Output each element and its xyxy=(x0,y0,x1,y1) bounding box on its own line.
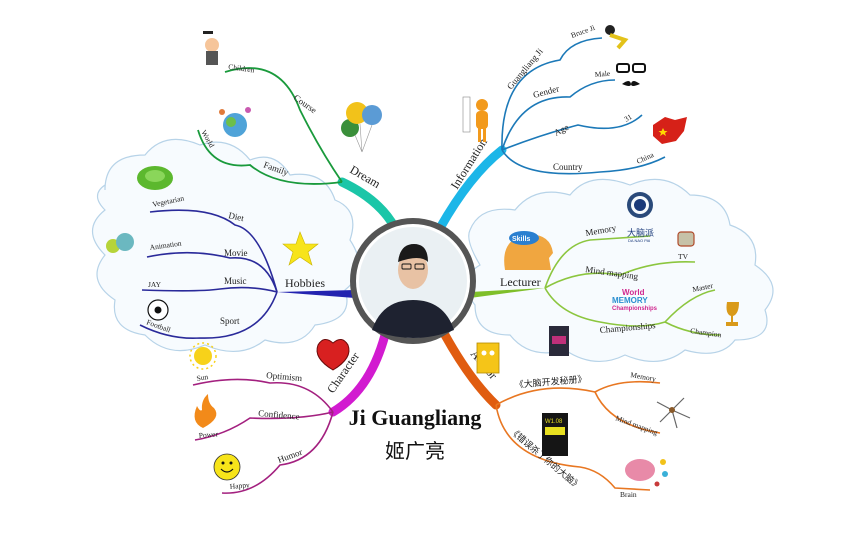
star-mascot-icon xyxy=(282,231,319,266)
lettuce-icon xyxy=(137,166,173,190)
svg-text:Skills: Skills xyxy=(512,236,530,243)
monsters-icon xyxy=(106,233,134,253)
soccer-ball-icon xyxy=(147,299,169,321)
leaf-label: 大脑派 xyxy=(627,227,654,239)
balloons-icon xyxy=(341,102,382,153)
sub-label: Optimism xyxy=(266,370,303,383)
leaf-label: Children xyxy=(228,62,255,75)
person-checklist-icon xyxy=(462,96,488,142)
center-node: Ji Guangliang 姬广亮 xyxy=(349,218,482,463)
heart-icon xyxy=(316,339,350,371)
book-cover-icon xyxy=(549,326,569,356)
sub-label: Country xyxy=(553,162,583,172)
trophy-icon xyxy=(726,302,739,326)
leaf-label: 31 xyxy=(623,112,634,124)
leaf-sublabel: DA NAO PAI xyxy=(628,238,650,243)
world-globe-icon xyxy=(219,107,251,137)
brain-icon xyxy=(625,459,668,487)
glasses-mustache-icon xyxy=(616,63,646,86)
sub-label: Movie xyxy=(224,248,248,258)
tv-icon xyxy=(677,231,695,247)
svg-text:World: World xyxy=(622,288,645,297)
leaf-label: JAY xyxy=(148,280,162,289)
sub-label: Championships xyxy=(599,320,656,335)
book-cover-icon: W1.08 xyxy=(542,413,568,456)
sub-label: Age xyxy=(552,122,570,138)
portrait-photo xyxy=(372,244,454,338)
leaf-label: Power xyxy=(198,429,218,440)
bruce-lee-icon xyxy=(605,25,629,50)
svg-text:Championships: Championships xyxy=(612,306,658,312)
svg-text:W1.08: W1.08 xyxy=(545,419,563,425)
sub-label: Guangliang Ji xyxy=(505,46,545,91)
sub-label: Diet xyxy=(228,210,246,223)
branch-label-lecturer: Lecturer xyxy=(500,275,541,289)
sub-label: Sport xyxy=(220,316,240,326)
smiley-icon xyxy=(213,453,241,481)
leaf-label: TV xyxy=(678,252,689,261)
sun-icon xyxy=(189,342,217,370)
leaf-label: Champion xyxy=(690,326,722,339)
sub-label: Confidence xyxy=(258,408,300,422)
leaf-label: Animation xyxy=(149,239,182,252)
sub-label: Course xyxy=(292,92,319,115)
branch-label-hobbies: Hobbies xyxy=(285,276,325,290)
leaf-label: Memory xyxy=(630,370,657,383)
leaf-label: Male xyxy=(594,69,611,79)
svg-text:MEMORY: MEMORY xyxy=(612,296,648,305)
da-nao-pai-logo-icon xyxy=(627,192,653,218)
center-name-chinese: 姬广亮 xyxy=(385,439,445,463)
leaf-label: Master xyxy=(692,281,715,294)
leaf-label: Brain xyxy=(620,490,637,499)
leaf-label: Sun xyxy=(196,372,209,383)
center-name: Ji Guangliang xyxy=(349,405,482,430)
skills-head-icon: Skills xyxy=(504,231,553,270)
leaf-label: Bruce Ji xyxy=(570,23,596,40)
hobbies-cloud xyxy=(91,138,360,353)
book-mascot-icon xyxy=(476,342,500,374)
china-flag-map-icon xyxy=(653,117,687,144)
mind-map-drawing-icon xyxy=(656,397,691,429)
leaf-label: Mind mapping xyxy=(614,413,659,437)
graduate-girl-icon xyxy=(203,31,219,65)
lecturer-cloud xyxy=(465,178,774,363)
fire-icon xyxy=(194,394,217,428)
leaf-label: Happy xyxy=(229,480,250,491)
world-memory-championships-logo: World MEMORY Championships xyxy=(612,288,658,312)
leaf-label: China xyxy=(635,150,656,166)
sub-label: Music xyxy=(224,276,247,286)
